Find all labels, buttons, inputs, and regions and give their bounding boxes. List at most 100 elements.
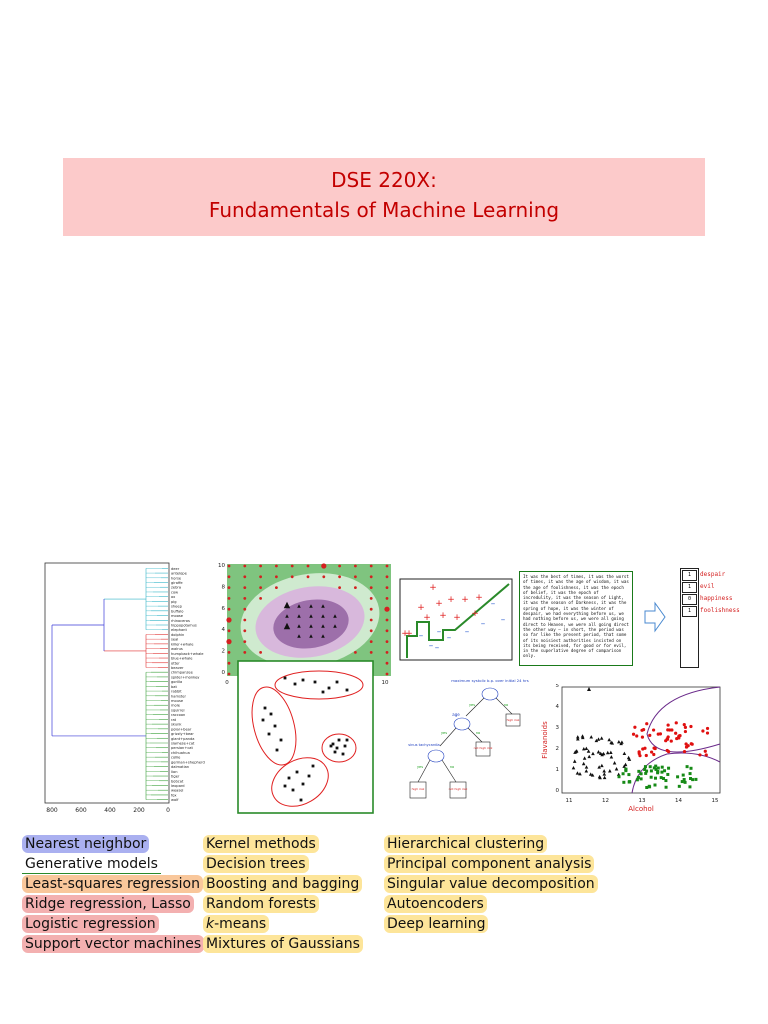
- svm-negative-point: [385, 651, 389, 654]
- class-minus-mark: –: [435, 643, 440, 653]
- svm-negative-point: [259, 564, 262, 568]
- wine-x-tick: 14: [675, 798, 682, 804]
- class-plus-mark: +: [461, 595, 469, 605]
- wine-point-class2: [591, 751, 595, 756]
- tree-leaf-box: [505, 713, 521, 727]
- dendrogram-leaf-label: chihuahua: [171, 751, 190, 755]
- wine-point-class2: [575, 771, 580, 775]
- svm-negative-point: [275, 564, 278, 568]
- dendrogram-tick-label: 800: [46, 807, 58, 814]
- svm-positive-point: [333, 614, 337, 618]
- wine-point-class3: [656, 771, 660, 775]
- svm-negative-point: [306, 564, 310, 568]
- wine-point-class1: [683, 725, 688, 729]
- svm-negative-point: [259, 651, 262, 654]
- cluster-point: [293, 682, 297, 686]
- dendrogram-leaf-label: collie: [171, 756, 181, 760]
- wine-point-class1: [666, 735, 670, 739]
- wine-x-label: Alcohol: [628, 805, 654, 813]
- svm-negative-point: [385, 575, 389, 579]
- wine-point-class3: [677, 784, 681, 788]
- svm-negative-point: [227, 661, 231, 665]
- class-plus-mark: +: [439, 611, 447, 621]
- wine-point-class2: [582, 746, 586, 751]
- cluster-point: [335, 746, 339, 750]
- wine-point-class1: [682, 749, 687, 754]
- class-minus-mark: –: [437, 627, 442, 637]
- dendrogram-leaf-label: elephant: [171, 628, 187, 632]
- class-minus-mark: –: [429, 641, 434, 651]
- wine-point-class1: [703, 749, 707, 753]
- svm-positive-point: [321, 604, 325, 608]
- cluster-point: [275, 748, 279, 752]
- cluster-point: [321, 690, 325, 694]
- wine-point-class3: [643, 765, 647, 769]
- cluster-point: [335, 680, 339, 684]
- wine-point-class3: [645, 769, 649, 773]
- cluster-ellipse: [271, 757, 329, 807]
- cluster-point: [311, 764, 315, 768]
- svm-negative-point: [290, 564, 294, 568]
- svm-negative-point: [259, 586, 262, 589]
- svm-negative-point: [227, 672, 231, 676]
- svm-x-tick: 10: [382, 680, 389, 686]
- word-label: despair: [700, 571, 726, 578]
- svm-positive-point: [321, 614, 325, 618]
- wine-point-class3: [648, 765, 652, 769]
- cluster-point: [345, 688, 349, 692]
- cluster-point: [307, 774, 311, 778]
- wine-point-class2: [612, 761, 617, 765]
- wine-y-tick: 0: [556, 788, 560, 794]
- dendrogram-leaf-label: hippopotamus: [171, 624, 197, 628]
- tree-leaf-label: high risk: [412, 787, 425, 791]
- wine-point-class3: [663, 769, 667, 773]
- tree-node: [453, 717, 471, 731]
- svm-positive-point: [283, 622, 291, 630]
- wine-point-class2: [573, 750, 577, 754]
- wine-point-class2: [610, 741, 615, 745]
- svm-negative-point: [369, 651, 373, 654]
- cluster-point: [333, 750, 337, 754]
- dendrogram-leaf-label: skunk: [171, 723, 182, 727]
- dendrogram-tick-label: 200: [133, 807, 145, 814]
- wine-boundary: [646, 686, 721, 753]
- wine-point-class2: [602, 769, 606, 773]
- topic-item: Random forests: [203, 895, 320, 913]
- wine-point-class1: [638, 754, 642, 758]
- cluster-point: [261, 718, 265, 722]
- svm-negative-point: [369, 607, 373, 611]
- word-label: evil: [700, 583, 715, 590]
- wine-point-class3: [688, 785, 692, 789]
- svm-negative-point: [227, 564, 231, 568]
- svm-y-tick: 2: [222, 649, 226, 655]
- wine-point-class1: [666, 750, 671, 754]
- dendrogram-tick-label: 400: [104, 807, 116, 814]
- cluster-point: [287, 776, 291, 780]
- tree-leaf-box: [409, 781, 427, 799]
- wine-point-class3: [691, 778, 695, 782]
- wine-point-class1: [666, 723, 670, 727]
- dendrogram-leaf-label: giraffe: [171, 581, 183, 585]
- svm-positive-point: [309, 634, 313, 638]
- svm-negative-point: [243, 651, 247, 654]
- cluster-point: [337, 738, 341, 742]
- dendrogram-tick-label: 600: [75, 807, 87, 814]
- class-plus-mark: +: [435, 599, 443, 609]
- svm-negative-point: [275, 586, 278, 589]
- wine-point-class1: [640, 735, 645, 739]
- svm-negative-point: [227, 651, 231, 654]
- cluster-point: [341, 752, 345, 756]
- wine-point-class3: [639, 772, 643, 776]
- wine-point-class1: [651, 728, 656, 732]
- topic-item: Autoencoders: [384, 895, 487, 913]
- wine-point-class2: [594, 738, 599, 743]
- class-minus-mark: –: [481, 619, 486, 629]
- word-count: 1: [682, 570, 697, 581]
- svm-negative-point: [227, 607, 231, 611]
- svm-negative-point: [259, 597, 262, 600]
- wine-point-class1: [704, 753, 708, 757]
- svm-negative-point: [306, 575, 310, 579]
- wine-point-class3: [628, 780, 632, 784]
